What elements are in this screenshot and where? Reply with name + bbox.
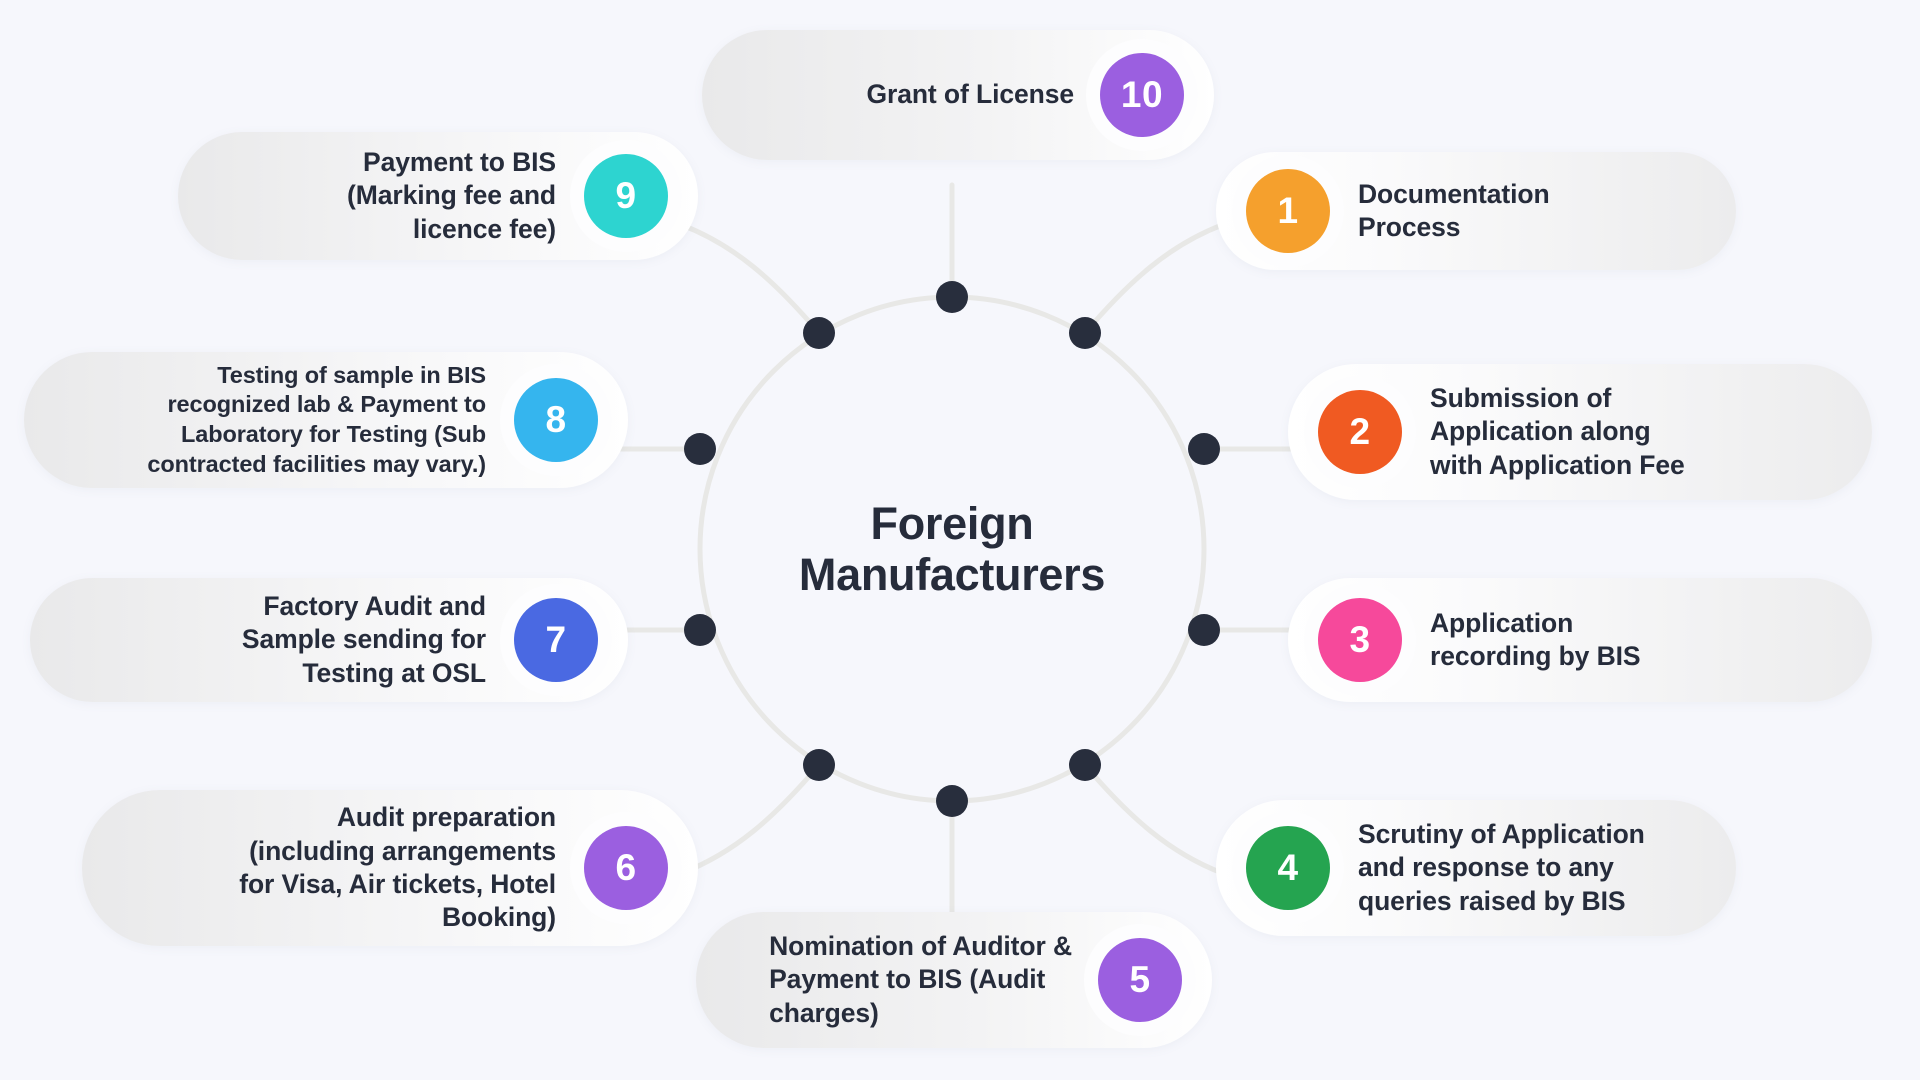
step-label-3: Application recording by BIS bbox=[1430, 607, 1641, 671]
hub: Foreign Manufacturers bbox=[700, 297, 1204, 801]
step-label-6: Audit preparation (including arrangement… bbox=[239, 802, 556, 933]
step-card-3[interactable]: 3 Application recording by BIS bbox=[1288, 578, 1872, 702]
step-label-8: Testing of sample in BIS recognized lab … bbox=[147, 361, 486, 477]
step-badge-2: 2 bbox=[1318, 390, 1402, 474]
ring-node-left-lower bbox=[684, 614, 716, 646]
step-badge-9: 9 bbox=[584, 154, 668, 238]
spoke-4 bbox=[1082, 762, 1225, 876]
step-card-7[interactable]: 7 Factory Audit and Sample sending for T… bbox=[30, 578, 628, 702]
hub-title: Foreign Manufacturers bbox=[798, 497, 1106, 600]
step-card-6[interactable]: 6 Audit preparation (including arrangeme… bbox=[82, 790, 698, 946]
step-label-5: Nomination of Auditor & Payment to BIS (… bbox=[769, 930, 1072, 1028]
step-badge-1: 1 bbox=[1246, 169, 1330, 253]
step-card-9[interactable]: 9 Payment to BIS (Marking fee and licenc… bbox=[178, 132, 698, 260]
ring-node-right-lower bbox=[1188, 614, 1220, 646]
spoke-1 bbox=[1082, 222, 1225, 336]
step-label-4: Scrutiny of Application and response to … bbox=[1358, 818, 1645, 916]
step-card-4[interactable]: 4 Scrutiny of Application and response t… bbox=[1216, 800, 1736, 936]
step-badge-5: 5 bbox=[1098, 938, 1182, 1022]
step-badge-10: 10 bbox=[1100, 53, 1184, 137]
step-badge-7: 7 bbox=[514, 598, 598, 682]
step-badge-3: 3 bbox=[1318, 598, 1402, 682]
ring-node-lower-right bbox=[1069, 749, 1101, 781]
ring-node-upper-right bbox=[1069, 317, 1101, 349]
step-card-8[interactable]: 8 Testing of sample in BIS recognized la… bbox=[24, 352, 628, 488]
step-card-5[interactable]: Nomination of Auditor & Payment to BIS (… bbox=[696, 912, 1212, 1048]
step-label-2: Submission of Application along with App… bbox=[1430, 382, 1685, 480]
step-badge-6: 6 bbox=[584, 826, 668, 910]
ring-node-lower-left bbox=[803, 749, 835, 781]
step-card-10[interactable]: Grant of License 10 bbox=[702, 30, 1214, 160]
step-badge-8: 8 bbox=[514, 378, 598, 462]
step-card-1[interactable]: 1 Documentation Process bbox=[1216, 152, 1736, 270]
spoke-9 bbox=[679, 222, 822, 336]
step-badge-4: 4 bbox=[1246, 826, 1330, 910]
step-label-10: Grant of License bbox=[866, 79, 1074, 110]
step-card-2[interactable]: 2 Submission of Application along with A… bbox=[1288, 364, 1872, 500]
step-label-9: Payment to BIS (Marking fee and licence … bbox=[347, 146, 556, 244]
step-label-1: Documentation Process bbox=[1358, 178, 1550, 242]
ring-node-left-upper bbox=[684, 433, 716, 465]
ring-node-upper-left bbox=[803, 317, 835, 349]
ring-node-top bbox=[936, 281, 968, 313]
step-label-7: Factory Audit and Sample sending for Tes… bbox=[241, 590, 486, 688]
spoke-6 bbox=[679, 762, 822, 876]
ring-node-right-upper bbox=[1188, 433, 1220, 465]
ring-node-bottom bbox=[936, 785, 968, 817]
